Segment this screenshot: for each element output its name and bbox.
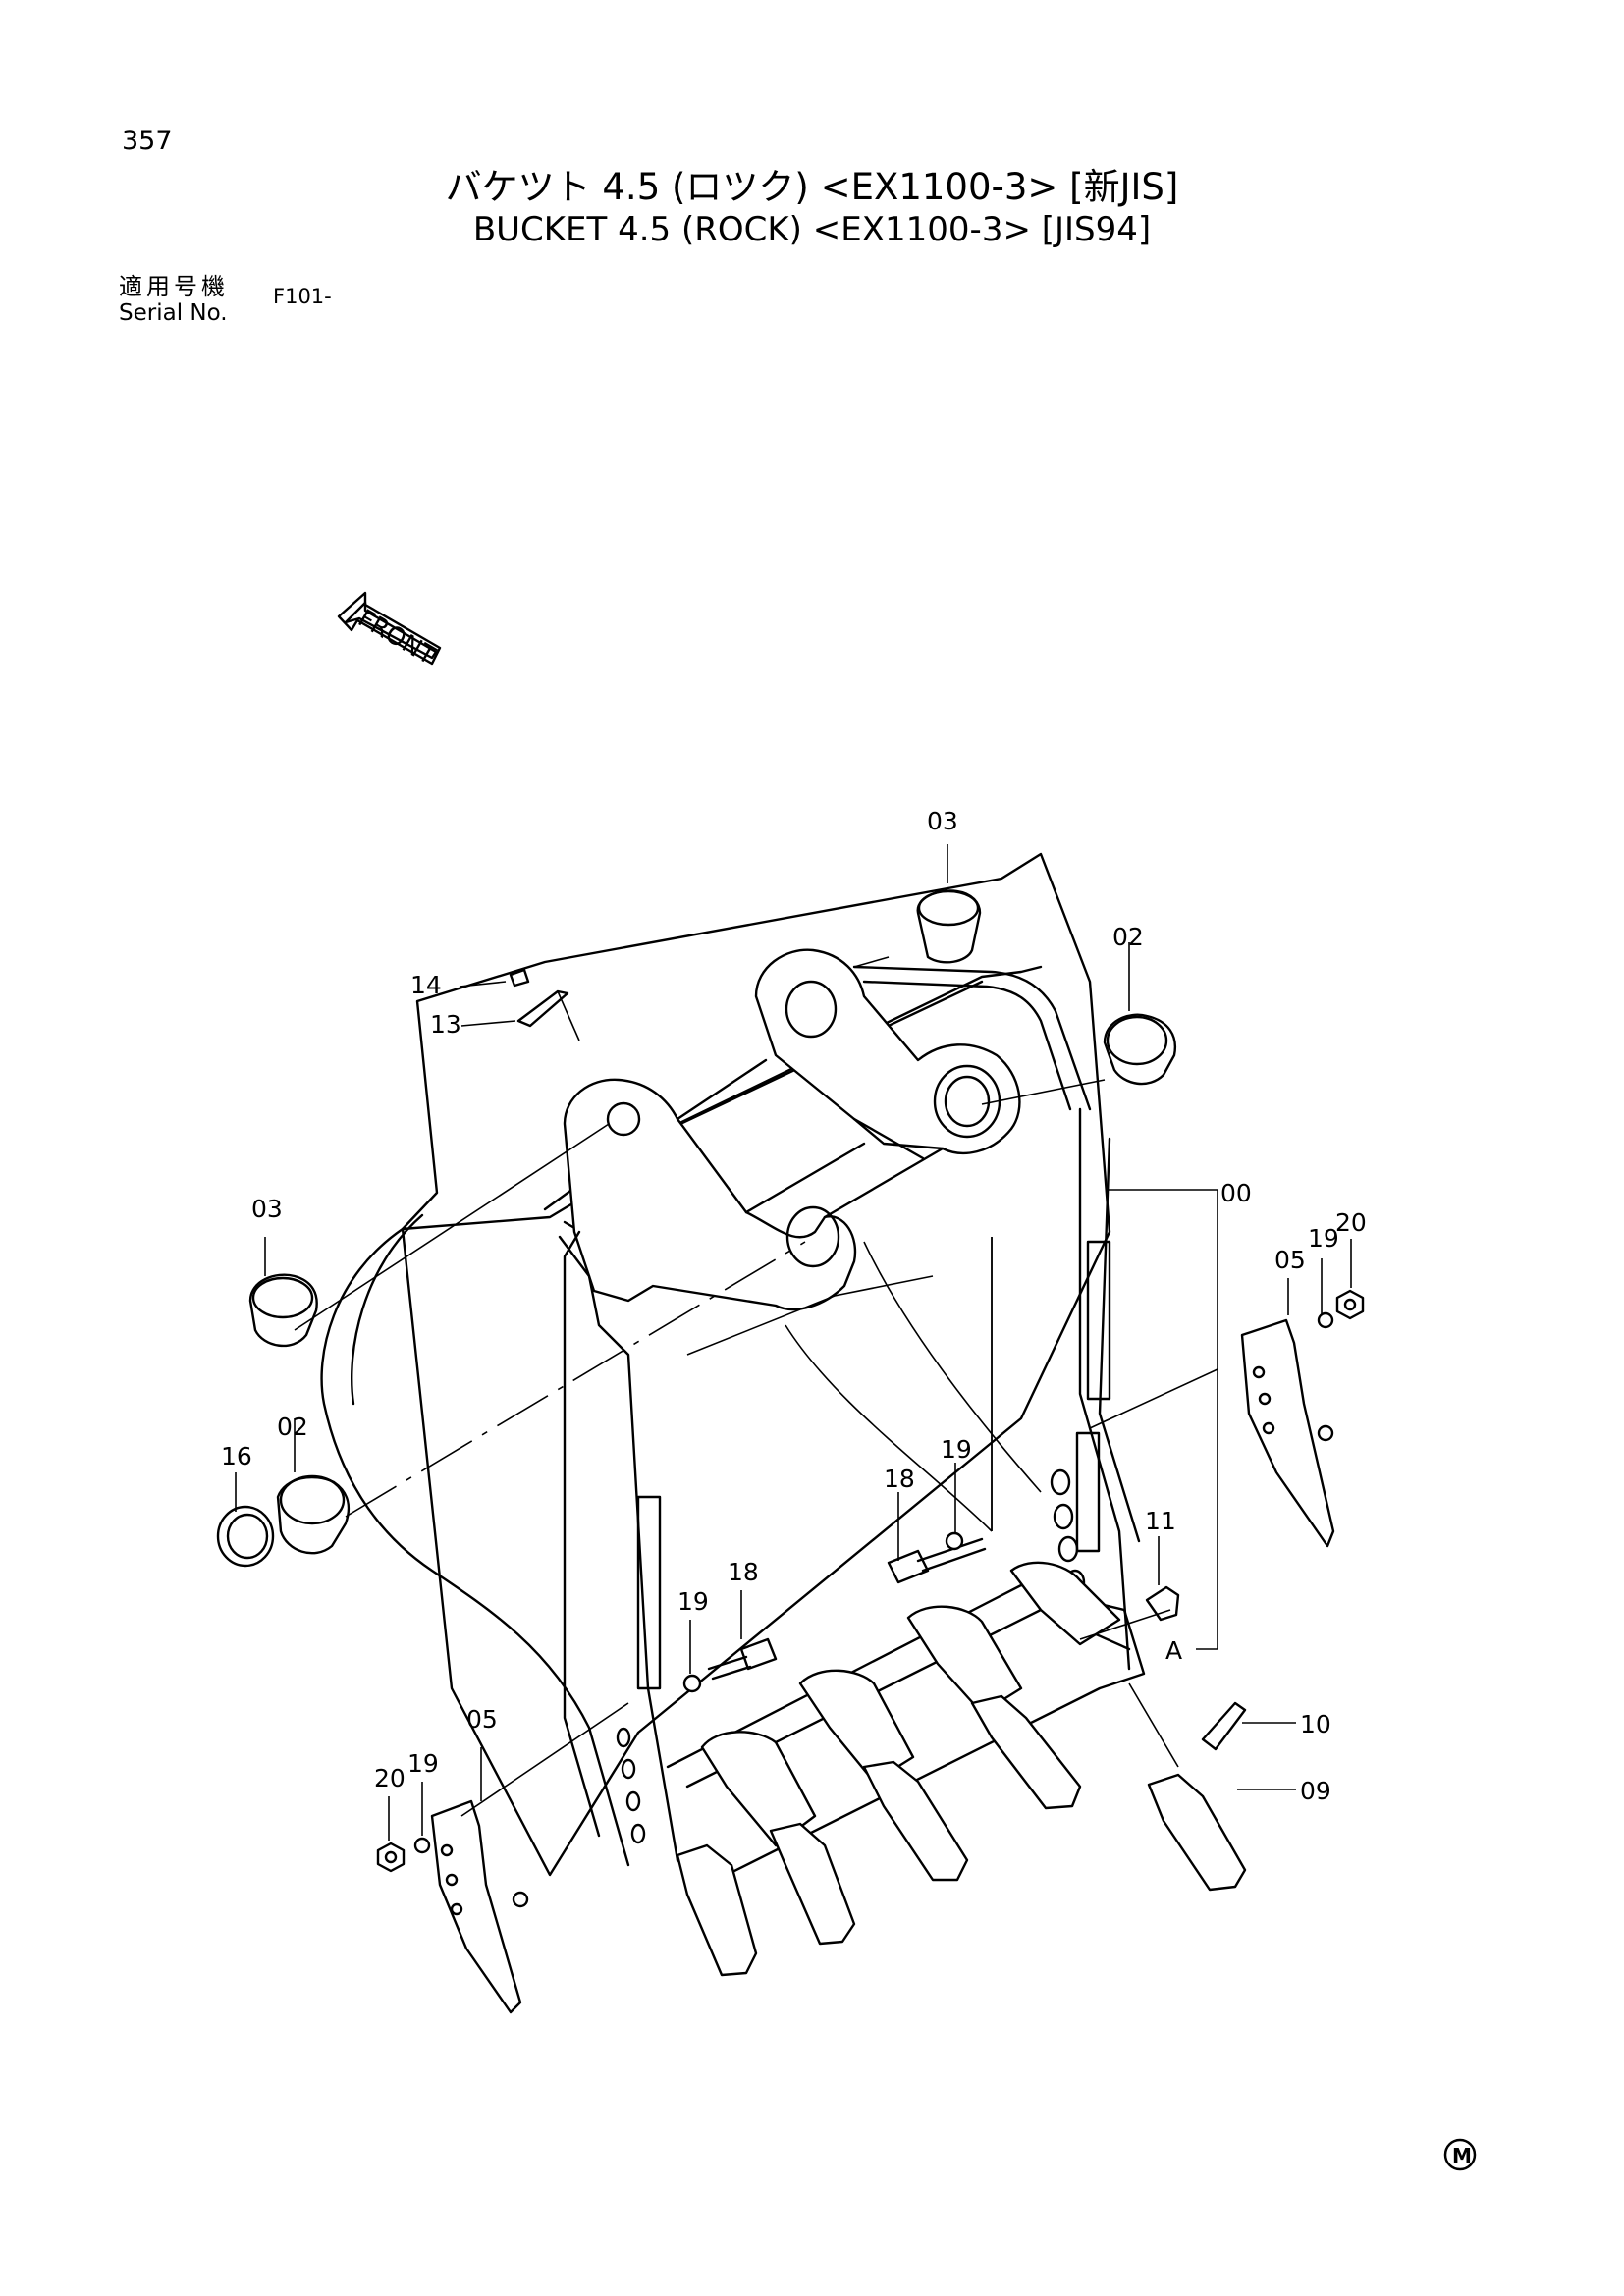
title-english: BUCKET 4.5 (ROCK) <EX1100-3> [JIS94] (472, 210, 1152, 249)
callout-00: 00 (1220, 1179, 1252, 1207)
front-label: FRONT (353, 604, 441, 670)
callout-19-lower: 19 (677, 1587, 709, 1616)
callout-19-left: 19 (407, 1749, 439, 1778)
bucket-body (320, 852, 1146, 1887)
callout-labels: 03 02 14 13 00 03 20 19 05 02 16 19 18 1… (221, 807, 1367, 1805)
callout-05-left: 05 (466, 1705, 498, 1734)
callout-11: 11 (1145, 1507, 1176, 1535)
callout-20-left: 20 (374, 1764, 406, 1792)
callout-03-top: 03 (927, 807, 958, 835)
callout-14: 14 (410, 971, 442, 999)
callout-18-mid: 18 (884, 1465, 915, 1493)
callout-03-left: 03 (251, 1195, 283, 1223)
callout-02-left: 02 (277, 1413, 308, 1441)
callout-18-lower: 18 (728, 1558, 759, 1586)
callout-05-right: 05 (1274, 1246, 1306, 1274)
callout-20-right: 20 (1335, 1208, 1367, 1237)
callout-10: 10 (1300, 1710, 1331, 1738)
title-japanese: バケツト 4.5 (ロツク) <EX1100-3> [新JIS] (445, 166, 1179, 208)
m-mark-icon: M (1443, 2138, 1477, 2171)
front-arrow-icon: FRONT (337, 591, 442, 670)
callout-19-right: 19 (1308, 1224, 1339, 1253)
serial-label-jp: 適用号機 (119, 273, 229, 300)
serial-label-en: Serial No. (119, 300, 228, 326)
footer-mark: M (1452, 2144, 1472, 2167)
callout-A: A (1165, 1636, 1182, 1665)
callout-19-mid: 19 (941, 1435, 972, 1464)
callout-02-top: 02 (1112, 923, 1144, 951)
callout-13: 13 (430, 1010, 461, 1039)
page-number: 357 (122, 126, 173, 156)
callout-16: 16 (221, 1442, 252, 1470)
leader-lines (235, 844, 1352, 1841)
bucket-teeth (676, 1561, 1247, 1977)
serial-value: F101- (273, 285, 332, 308)
callout-09: 09 (1300, 1777, 1331, 1805)
